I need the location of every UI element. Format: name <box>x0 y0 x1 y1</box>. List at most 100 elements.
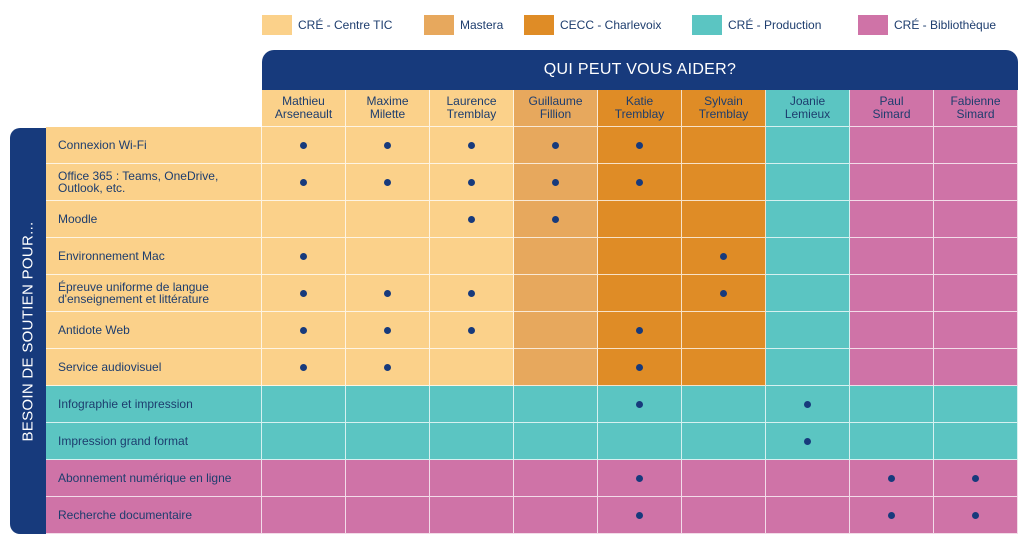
availability-dot-icon <box>636 178 643 186</box>
matrix-cell <box>598 497 682 534</box>
matrix-cell <box>430 312 514 349</box>
row-label: Moodle <box>46 201 262 238</box>
person-last-name: Simard <box>872 107 911 121</box>
matrix-cell <box>934 275 1018 312</box>
matrix-cell <box>766 423 850 460</box>
matrix-cell <box>934 349 1018 386</box>
matrix-cell <box>262 238 346 275</box>
availability-dot-icon <box>552 141 559 149</box>
header-title: QUI PEUT VOUS AIDER? <box>543 61 737 78</box>
matrix-cell <box>766 386 850 423</box>
row-label: Recherche documentaire <box>46 497 262 534</box>
matrix-cell <box>850 423 934 460</box>
matrix-cell <box>682 312 766 349</box>
matrix-cell <box>514 238 598 275</box>
person-first-name: Fabienne <box>950 94 1001 108</box>
matrix-cell <box>766 164 850 201</box>
matrix-cell <box>430 164 514 201</box>
matrix-cell <box>262 275 346 312</box>
row-label: Office 365 : Teams, OneDrive, Outlook, e… <box>46 164 262 201</box>
matrix-cell <box>682 386 766 423</box>
availability-dot-icon <box>300 252 307 260</box>
person-last-name: Tremblay <box>614 107 665 121</box>
matrix-cell <box>514 312 598 349</box>
matrix-cell <box>766 127 850 164</box>
matrix-cell <box>682 460 766 497</box>
legend-item-mastera: Mastera <box>424 14 503 36</box>
matrix-cell <box>514 460 598 497</box>
matrix-cell <box>598 127 682 164</box>
matrix-cell <box>850 349 934 386</box>
legend-item-cre-production: CRÉ - Production <box>692 14 821 36</box>
legend-swatch <box>524 15 554 35</box>
legend-label: CRÉ - Production <box>728 18 822 32</box>
matrix-cell <box>346 127 430 164</box>
availability-dot-icon <box>804 400 811 408</box>
availability-dot-icon <box>300 289 307 297</box>
matrix-cell <box>346 497 430 534</box>
matrix-cell <box>766 497 850 534</box>
matrix-cell <box>598 238 682 275</box>
availability-dot-icon <box>552 215 559 223</box>
matrix-cell <box>262 312 346 349</box>
matrix-cell <box>430 127 514 164</box>
legend-label: Mastera <box>460 18 504 32</box>
legend-label: CRÉ - Bibliothèque <box>894 18 997 32</box>
row-label: Impression grand format <box>46 423 262 460</box>
matrix-cell <box>850 275 934 312</box>
legend-swatch <box>858 15 888 35</box>
row-label: Environnement Mac <box>46 238 262 275</box>
person-last-name: Fillion <box>539 107 572 121</box>
matrix-cell <box>346 349 430 386</box>
matrix-cell <box>262 460 346 497</box>
matrix-cell <box>934 497 1018 534</box>
availability-dot-icon <box>636 511 643 519</box>
person-first-name: Mathieu <box>282 94 325 108</box>
matrix-cell <box>598 312 682 349</box>
matrix-cell <box>346 238 430 275</box>
matrix-cell <box>430 201 514 238</box>
side-title: BESOIN DE SOUTIEN POUR... <box>19 220 37 442</box>
matrix-cell <box>514 127 598 164</box>
matrix-cell <box>934 386 1018 423</box>
matrix-cell <box>766 349 850 386</box>
matrix-cell <box>682 275 766 312</box>
matrix-cell <box>766 238 850 275</box>
person-last-name: Simard <box>956 107 995 121</box>
matrix-cell <box>682 164 766 201</box>
matrix-cell <box>514 349 598 386</box>
matrix-cell <box>850 460 934 497</box>
availability-dot-icon <box>552 178 559 186</box>
row-label: Épreuve uniforme de langue d'enseignemen… <box>46 275 262 312</box>
person-first-name: Laurence <box>446 94 497 108</box>
person-last-name: Tremblay <box>446 107 497 121</box>
availability-dot-icon <box>888 474 895 482</box>
matrix-cell <box>346 275 430 312</box>
availability-dot-icon <box>972 511 979 519</box>
matrix-cell <box>346 312 430 349</box>
availability-dot-icon <box>384 363 391 371</box>
matrix-cell <box>934 201 1018 238</box>
availability-dot-icon <box>636 326 643 334</box>
legend-label: CRÉ - Centre TIC <box>298 18 393 32</box>
matrix-cell <box>598 201 682 238</box>
matrix-cell <box>346 386 430 423</box>
availability-dot-icon <box>804 437 811 445</box>
matrix-cell <box>430 386 514 423</box>
matrix-cell <box>598 164 682 201</box>
person-last-name: Arseneault <box>274 107 333 121</box>
matrix-cell <box>514 386 598 423</box>
matrix-cell <box>346 164 430 201</box>
matrix-cell <box>346 460 430 497</box>
availability-dot-icon <box>636 363 643 371</box>
matrix-cell <box>850 497 934 534</box>
matrix-cell <box>262 423 346 460</box>
person-first-name: Joanie <box>789 94 826 108</box>
matrix-cell <box>682 423 766 460</box>
